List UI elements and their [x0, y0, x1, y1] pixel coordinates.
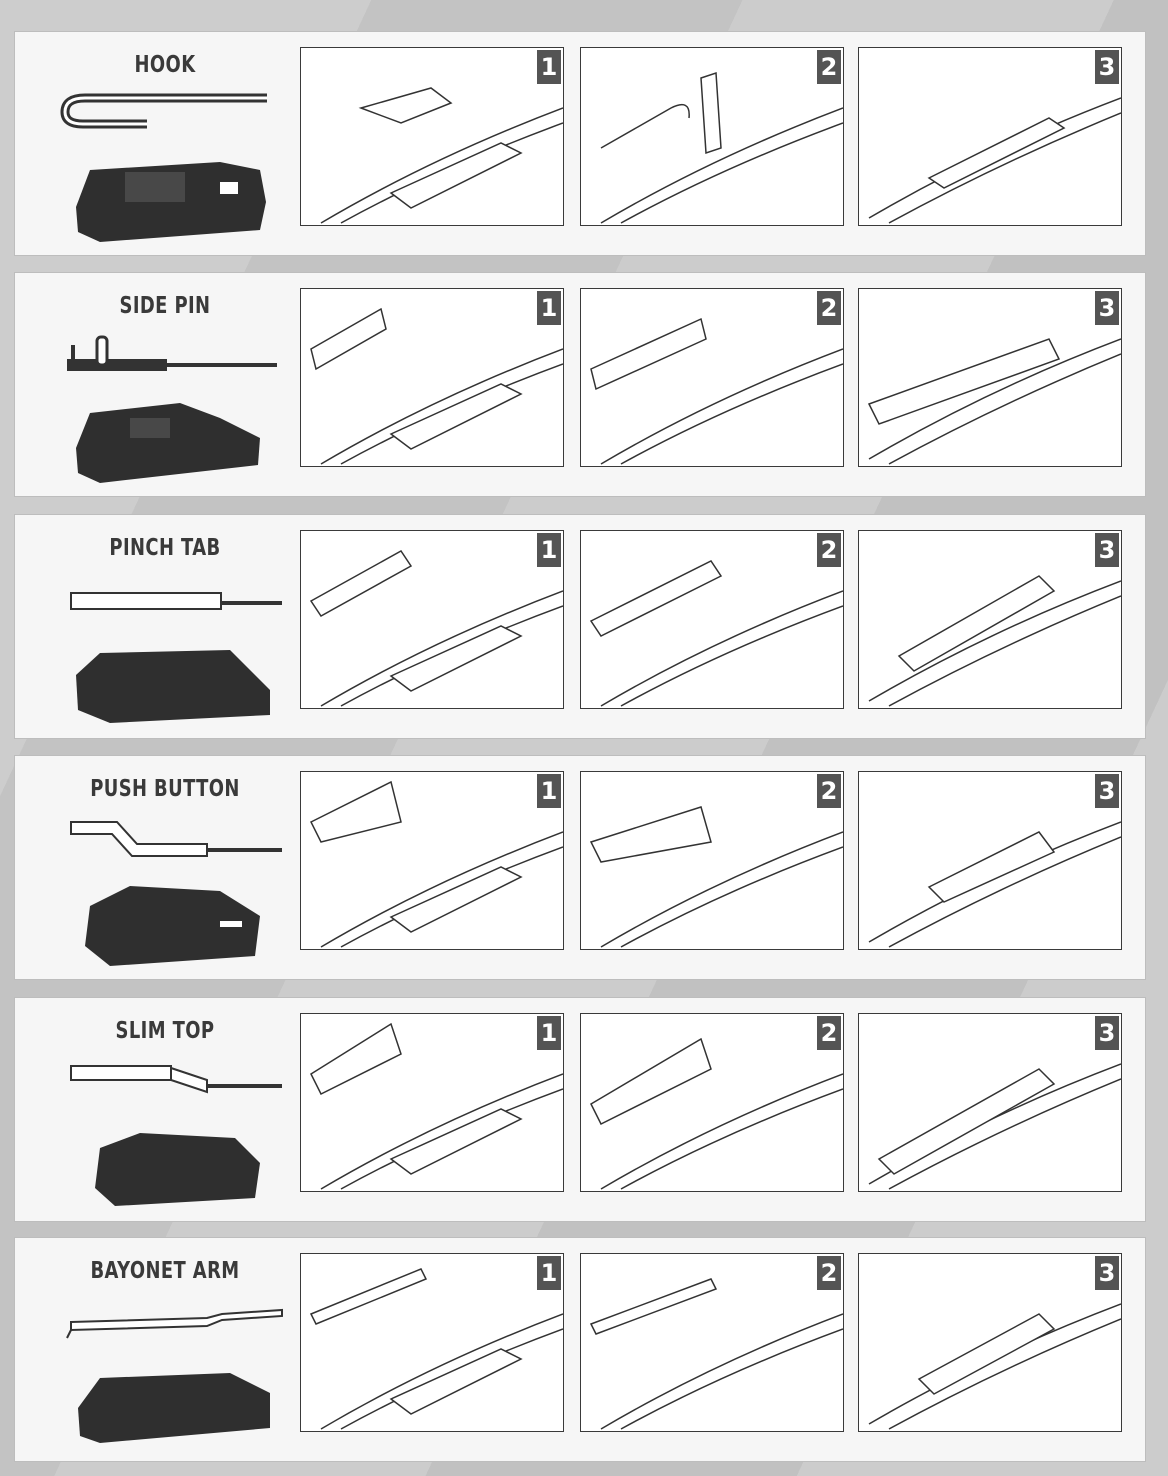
step-number-badge: 2: [817, 1016, 841, 1050]
wiper-illustration: [310, 307, 563, 465]
step-number-badge: 1: [537, 774, 561, 808]
step-1-panel: 1: [300, 530, 564, 709]
step-1-panel: 1: [300, 1253, 564, 1432]
step-number-badge: 1: [537, 291, 561, 325]
section-title: HOOK: [134, 52, 196, 78]
wiper-illustration: [600, 71, 843, 224]
wiper-illustration: [868, 97, 1121, 224]
hook-arm-icon: [60, 93, 267, 129]
wiper-illustration: [868, 575, 1121, 707]
step-2-panel: 2: [580, 771, 844, 950]
step-number-badge: 2: [817, 1256, 841, 1290]
section-side-pin: SIDE PIN 1 2: [15, 273, 1145, 496]
step-number-badge: 3: [1095, 291, 1119, 325]
section-hook: HOOK 1 2: [15, 32, 1145, 255]
step-2-panel: 2: [580, 530, 844, 709]
step-number-badge: 3: [1095, 1256, 1119, 1290]
wiper-illustration: [867, 338, 1121, 465]
step-number-badge: 3: [1095, 533, 1119, 567]
step-1-panel: 1: [300, 771, 564, 950]
wiper-illustration: [320, 87, 563, 224]
step-number-badge: 2: [817, 774, 841, 808]
section-title: PINCH TAB: [109, 535, 221, 561]
slim-top-arm-icon: [70, 1065, 282, 1094]
bayonet-arm-adapter-icon: [78, 1373, 270, 1443]
hook-adapter-icon: [76, 162, 266, 242]
step-number-badge: 2: [817, 291, 841, 325]
push-button-adapter-icon: [85, 886, 260, 966]
push-button-arm-icon: [70, 821, 282, 857]
step-3-panel: 3: [858, 530, 1122, 709]
wiper-illustration: [590, 1037, 843, 1190]
slim-top-adapter-icon: [95, 1133, 260, 1206]
section-title: PUSH BUTTON: [90, 776, 240, 802]
wiper-illustration: [589, 560, 843, 707]
section-bayonet-arm: BAYONET ARM 1 2: [15, 1238, 1145, 1461]
side-pin-arm-icon: [67, 335, 277, 371]
section-slim-top: SLIM TOP 1 2: [15, 998, 1145, 1221]
step-number-badge: 1: [537, 533, 561, 567]
step-3-panel: 3: [858, 1253, 1122, 1432]
section-title: SIDE PIN: [119, 293, 211, 319]
step-2-panel: 2: [580, 47, 844, 226]
step-number-badge: 1: [537, 50, 561, 84]
section-push-button: PUSH BUTTON 1 2: [15, 756, 1145, 979]
section-title: BAYONET ARM: [90, 1258, 240, 1284]
step-number-badge: 3: [1095, 774, 1119, 808]
wiper-illustration: [590, 317, 843, 465]
step-number-badge: 1: [537, 1256, 561, 1290]
step-3-panel: 3: [858, 288, 1122, 467]
wiper-illustration: [868, 1063, 1121, 1190]
step-number-badge: 3: [1095, 50, 1119, 84]
step-number-badge: 2: [817, 533, 841, 567]
wiper-illustration: [309, 550, 563, 707]
wiper-illustration: [309, 1268, 563, 1430]
step-2-panel: 2: [580, 1013, 844, 1192]
step-3-panel: 3: [858, 1013, 1122, 1192]
section-title: SLIM TOP: [115, 1018, 215, 1044]
step-number-badge: 3: [1095, 1016, 1119, 1050]
step-3-panel: 3: [858, 771, 1122, 950]
step-1-panel: 1: [300, 1013, 564, 1192]
wiper-illustration: [868, 1303, 1121, 1430]
wiper-illustration: [589, 806, 843, 948]
pinch-tab-adapter-icon: [76, 650, 270, 723]
step-1-panel: 1: [300, 47, 564, 226]
wiper-illustration: [309, 780, 563, 948]
section-pinch-tab: PINCH TAB 1 2: [15, 515, 1145, 738]
wiper-illustration: [589, 1278, 843, 1430]
pinch-tab-arm-icon: [70, 592, 282, 610]
step-1-panel: 1: [300, 288, 564, 467]
side-pin-adapter-icon: [76, 403, 260, 483]
wiper-illustration: [868, 821, 1121, 948]
step-3-panel: 3: [858, 47, 1122, 226]
wiper-illustration: [310, 1022, 563, 1190]
step-number-badge: 2: [817, 50, 841, 84]
step-number-badge: 1: [537, 1016, 561, 1050]
step-2-panel: 2: [580, 1253, 844, 1432]
step-2-panel: 2: [580, 288, 844, 467]
bayonet-arm-arm-icon: [66, 1308, 283, 1339]
